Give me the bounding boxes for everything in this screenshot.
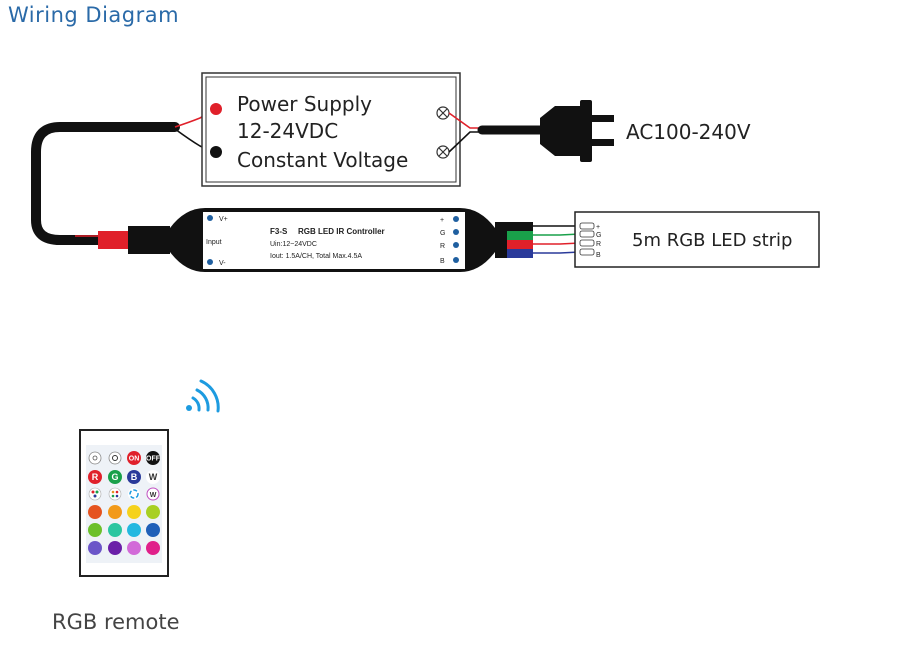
remote-r-label: R: [92, 472, 99, 482]
out-dot-r: [453, 242, 459, 248]
remote-color-9[interactable]: [88, 541, 102, 555]
strip-pin-b: B: [596, 252, 601, 259]
controller-out-r: R: [440, 243, 445, 250]
ps-line3: Constant Voltage: [237, 148, 408, 172]
wire-b: [533, 251, 581, 254]
controller-iout: Iout: 1.5A/CH, Total Max.4.5A: [270, 253, 362, 260]
remote-off-button[interactable]: [146, 451, 160, 465]
wire-r: [533, 242, 581, 245]
controller-vminus: V-: [219, 260, 226, 267]
out-dot-g: [453, 229, 459, 235]
page-title: Wiring Diagram: [8, 3, 179, 27]
ps-line1: Power Supply: [237, 92, 372, 116]
remote-mode-icon-2[interactable]: [108, 487, 122, 501]
remote-brightness-down-icon[interactable]: [88, 451, 102, 465]
controller-name: RGB LED IR Controller: [298, 227, 385, 236]
controller-vplus-dot: [207, 215, 213, 221]
strip-pin-g: G: [596, 232, 601, 239]
remote-on-button[interactable]: [127, 451, 141, 465]
remote-w-label: W: [149, 472, 158, 482]
strip-pad-g: [579, 230, 595, 238]
led-strip-box: [574, 211, 820, 268]
remote-color-12[interactable]: [146, 541, 160, 555]
strip-pad-r: [579, 239, 595, 247]
led-strip-label: 5m RGB LED strip: [632, 230, 792, 251]
out-block-plus: [507, 222, 533, 231]
remote-w2-label: W: [150, 492, 157, 499]
remote-b-button[interactable]: [127, 470, 141, 484]
remote-label: RGB remote: [52, 610, 180, 634]
wireless-signal-icon: [186, 379, 220, 413]
remote-color-5[interactable]: [88, 523, 102, 537]
input-connector-red: [98, 231, 128, 249]
out-block-r: [507, 240, 533, 249]
remote-w-button[interactable]: [146, 470, 160, 484]
strip-pin-plus: +: [596, 224, 600, 231]
output-connector-black: [495, 222, 507, 258]
dc-wire-red: [174, 109, 215, 128]
ps-negative-terminal: [210, 146, 222, 158]
out-dot-b: [453, 257, 459, 263]
ac-plug-icon: [540, 100, 614, 162]
remote-color-2[interactable]: [108, 505, 122, 519]
remote-off-label: OFF: [146, 456, 161, 463]
ac-voltage-label: AC100-240V: [626, 120, 751, 144]
remote-mode-icon-3[interactable]: [128, 488, 140, 500]
out-dot-plus: [453, 216, 459, 222]
remote-color-3[interactable]: [127, 505, 141, 519]
ac-terminal-bottom: [436, 145, 450, 159]
input-connector-black: [128, 226, 170, 254]
remote-brightness-up-icon[interactable]: [108, 451, 122, 465]
controller-uin: Uin:12~24VDC: [270, 241, 317, 248]
strip-pad-b: [579, 248, 595, 256]
remote-w-ring-button[interactable]: [146, 487, 160, 501]
remote-color-7[interactable]: [127, 523, 141, 537]
remote-color-4[interactable]: [146, 505, 160, 519]
remote-mode-icon-1[interactable]: [88, 487, 102, 501]
ps-positive-terminal: [210, 103, 222, 115]
dc-wire-black: [174, 128, 215, 153]
remote-color-11[interactable]: [127, 541, 141, 555]
power-supply-box: [201, 72, 461, 187]
controller-model: F3-S: [270, 227, 288, 236]
dc-cable: [31, 122, 180, 245]
controller-out-b: B: [440, 258, 445, 265]
remote-color-1[interactable]: [88, 505, 102, 519]
controller-out-plus: +: [440, 217, 444, 224]
remote-color-6[interactable]: [108, 523, 122, 537]
controller-vplus: V+: [219, 216, 228, 223]
out-block-g: [507, 231, 533, 240]
out-block-b: [507, 249, 533, 258]
strip-pin-r: R: [596, 241, 601, 248]
power-supply-inner: [205, 76, 457, 183]
strip-pad-plus: [579, 222, 595, 230]
controller-out-g: G: [440, 230, 445, 237]
wire-g: [533, 233, 581, 236]
remote-color-10[interactable]: [108, 541, 122, 555]
remote-on-label: ON: [129, 456, 140, 463]
remote-b-label: B: [131, 472, 138, 482]
controller-vminus-dot: [207, 259, 213, 265]
remote-g-button[interactable]: [108, 470, 122, 484]
remote-g-label: G: [111, 472, 118, 482]
controller-input-label: Input: [206, 239, 222, 246]
remote-r-button[interactable]: [88, 470, 102, 484]
remote-color-8[interactable]: [146, 523, 160, 537]
ac-terminal-top: [436, 106, 450, 120]
controller-label-panel: [203, 212, 465, 269]
ps-line2: 12-24VDC: [237, 119, 338, 143]
